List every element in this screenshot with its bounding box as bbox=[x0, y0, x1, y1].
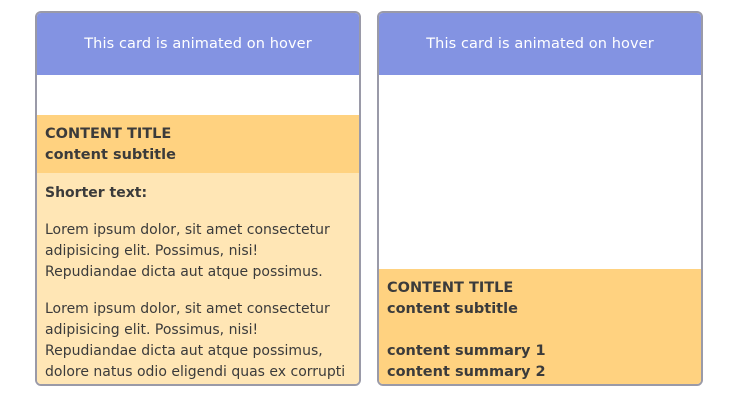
body-paragraph-2: Lorem ipsum dolor, sit amet consectetur … bbox=[45, 301, 346, 380]
content-summary-1: content summary 1 bbox=[387, 343, 546, 359]
body-paragraph-1: Lorem ipsum dolor, sit amet consectetur … bbox=[45, 222, 330, 280]
card-header: This card is animated on hover bbox=[379, 13, 701, 75]
content-subtitle: content subtitle bbox=[45, 147, 176, 163]
card-header-text: This card is animated on hover bbox=[426, 36, 654, 52]
content-summary-block: CONTENT TITLE content subtitle content s… bbox=[379, 269, 701, 384]
hover-card-expanded[interactable]: This card is animated on hover CONTENT T… bbox=[35, 11, 361, 386]
content-summary-2: content summary 2 bbox=[387, 364, 546, 380]
card-header-text: This card is animated on hover bbox=[84, 36, 312, 52]
hover-card-collapsed[interactable]: This card is animated on hover CONTENT T… bbox=[377, 11, 703, 386]
content-body: Shorter text: Lorem ipsum dolor, sit ame… bbox=[37, 173, 359, 384]
content-subtitle: content subtitle bbox=[387, 301, 518, 317]
body-label: Shorter text: bbox=[45, 185, 148, 201]
card-header: This card is animated on hover bbox=[37, 13, 359, 75]
spacer bbox=[387, 320, 693, 341]
content-title-block: CONTENT TITLE content subtitle bbox=[37, 115, 359, 173]
content-title: CONTENT TITLE bbox=[45, 126, 172, 142]
content-title: CONTENT TITLE bbox=[387, 280, 514, 296]
